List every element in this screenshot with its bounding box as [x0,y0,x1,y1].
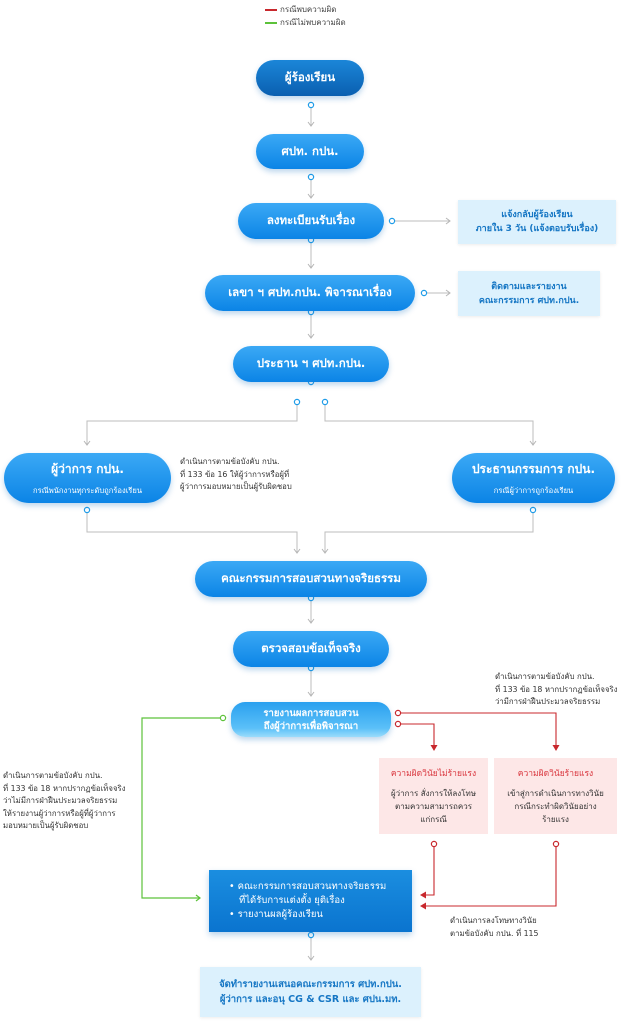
legend-not-found: กรณีไม่พบความผิด [265,16,346,29]
node-complainant: ผู้ร้องเรียน [256,60,364,96]
legend-found: กรณีพบความผิด [265,3,336,16]
node-chairman-center: ประธาน ฯ ศปท.กปน. [233,346,389,382]
left-note-line: มอบหมายเป็นผู้รับผิดชอบ [3,821,89,830]
left-note-line: ให้รายงานผู้ว่าการหรือผู้ที่ผู้ว่าการ [3,808,116,818]
legend-not-found-swatch [265,21,277,24]
legend-found-label: กรณีพบความผิด [280,5,337,14]
node-follow-report: ติดตามและรายงาน คณะกรรมการ ศปท.กปน. [458,271,600,316]
node-minor-body-line: แก่กรณี [420,815,447,824]
node-board-title: ประธานกรรมการ กปน. [471,461,596,476]
node-close-case-bullet: • รายงานผลผู้ร้องเรียน [229,909,323,920]
node-minor-body-line: ผู้ว่าการ สั่งการให้ลงโทษ [390,789,477,798]
penalty-note: ดำเนินการลงโทษทางวินัย ตามข้อบังคับ กปน.… [450,915,538,940]
node-secretary-label: เลขา ฯ ศปท.กปน. พิจารณาเรื่อง [228,285,392,299]
node-close-case-text: ที่ได้รับการแต่งตั้ง ยุติเรื่อง [239,895,345,906]
legend-found-swatch [265,8,277,11]
node-fact-check: ตรวจสอบข้อเท็จจริง [233,631,389,667]
node-register-label: ลงทะเบียนรับเรื่อง [266,213,356,227]
penalty-note-line: ดำเนินการลงโทษทางวินัย [450,916,537,925]
left-note: ดำเนินการตามข้อบังคับ กปน. ที่ 133 ข้อ 1… [3,770,126,833]
node-board-chairman: ประธานกรรมการ กปน. กรณีผู้ว่าการถูกร้องเ… [452,453,615,503]
node-severe-offense: ความผิดวินัยร้ายแรง เข้าสู่การดำเนินการท… [494,758,617,834]
node-notify-line1: แจ้งกลับผู้ร้องเรียน [501,210,573,220]
node-fact-check-label: ตรวจสอบข้อเท็จจริง [261,641,361,655]
right-note-line: ว่ามีการฝ่าฝืนประมวลจริยธรรม [495,697,601,706]
node-close-case-bullet: • คณะกรรมการสอบสวนทางจริยธรรม [229,881,387,892]
node-center: ศปท. กปน. [256,134,364,169]
node-severe-body-line: เข้าสู่การดำเนินการทางวินัย [507,789,604,798]
right-note: ดำเนินการตามข้อบังคับ กปน. ที่ 133 ข้อ 1… [495,671,618,709]
node-summary-line2: ผู้ว่าการ และอนุ CG & CSR และ ศปน.มท. [219,994,402,1005]
right-note-line: ดำเนินการตามข้อบังคับ กปน. [495,672,595,681]
node-minor-title: ความผิดวินัยไม่ร้ายแรง [390,769,477,779]
node-follow-line2: คณะกรรมการ ศปท.กปน. [478,295,580,306]
left-note-line: ดำเนินการตามข้อบังคับ กปน. [3,771,103,780]
node-severe-body-line: ร้ายแรง [542,815,569,824]
node-center-label: ศปท. กปน. [281,143,339,158]
node-governor: ผู้ว่าการ กปน. กรณีพนักงานทุกระดับถูกร้อ… [4,453,171,503]
node-follow-line1: ติดตามและรายงาน [491,281,567,292]
node-governor-subtitle: กรณีพนักงานทุกระดับถูกร้องเรียน [32,485,143,495]
left-note-line: ที่ 133 ข้อ 18 หากปรากฏข้อเท็จจริง [3,783,126,793]
node-severe-body-line: กรณีกระทำผิดวินัยอย่าง [514,802,597,811]
governor-note-line: ผู้ว่าการมอบหมายเป็นผู้รับผิดชอบ [180,482,292,491]
node-close-case-text: รายงานผลผู้ร้องเรียน [237,909,323,920]
node-secretary: เลขา ฯ ศปท.กปน. พิจารณาเรื่อง [205,275,415,311]
node-governor-title: ผู้ว่าการ กปน. [51,461,124,476]
node-severe-title: ความผิดวินัยร้ายแรง [517,769,594,779]
node-complainant-label: ผู้ร้องเรียน [284,70,336,84]
node-summary-report: จัดทำรายงานเสนอคณะกรรมการ ศปท.กปน. ผู้ว่… [200,967,421,1017]
node-close-case: • คณะกรรมการสอบสวนทางจริยธรรม ที่ได้รับก… [209,870,412,932]
node-notify-line2: ภายใน 3 วัน (แจ้งตอบรับเรื่อง) [475,224,599,234]
node-summary-line1: จัดทำรายงานเสนอคณะกรรมการ ศปท.กปน. [219,979,402,990]
node-ethics-committee: คณะกรรมการสอบสวนทางจริยธรรม [195,561,427,597]
node-ethics-committee-label: คณะกรรมการสอบสวนทางจริยธรรม [221,571,401,585]
node-chairman-center-label: ประธาน ฯ ศปท.กปน. [256,356,366,370]
legend-not-found-label: กรณีไม่พบความผิด [280,18,346,27]
governor-note: ดำเนินการตามข้อบังคับ กปน. ที่ 133 ข้อ 1… [180,456,292,494]
right-note-line: ที่ 133 ข้อ 18 หากปรากฏข้อเท็จจริง [495,684,618,694]
governor-note-line: ดำเนินการตามข้อบังคับ กปน. [180,457,280,466]
node-minor-body-line: ตามความสามารถควร [395,802,472,811]
governor-note-line: ที่ 133 ข้อ 16 ให้ผู้ว่าการหรือผู้ที่ [180,469,290,479]
node-register: ลงทะเบียนรับเรื่อง [238,203,384,239]
node-report-line1: รายงานผลการสอบสวน [263,707,359,719]
node-notify-complainant: แจ้งกลับผู้ร้องเรียน ภายใน 3 วัน (แจ้งตอ… [458,200,616,244]
node-investigation-report: รายงานผลการสอบสวน ถึงผู้ว่าการเพื่อพิจาร… [231,702,391,737]
left-note-line: ว่าไม่มีการฝ่าฝืนประมวลจริยธรรม [3,796,118,805]
node-minor-offense: ความผิดวินัยไม่ร้ายแรง ผู้ว่าการ สั่งการ… [379,758,488,834]
node-report-line2: ถึงผู้ว่าการเพื่อพิจารณา [263,720,359,732]
penalty-note-line: ตามข้อบังคับ กปน. ที่ 115 [450,928,539,938]
node-board-subtitle: กรณีผู้ว่าการถูกร้องเรียน [493,485,574,495]
node-close-case-text: คณะกรรมการสอบสวนทางจริยธรรม [237,881,387,892]
